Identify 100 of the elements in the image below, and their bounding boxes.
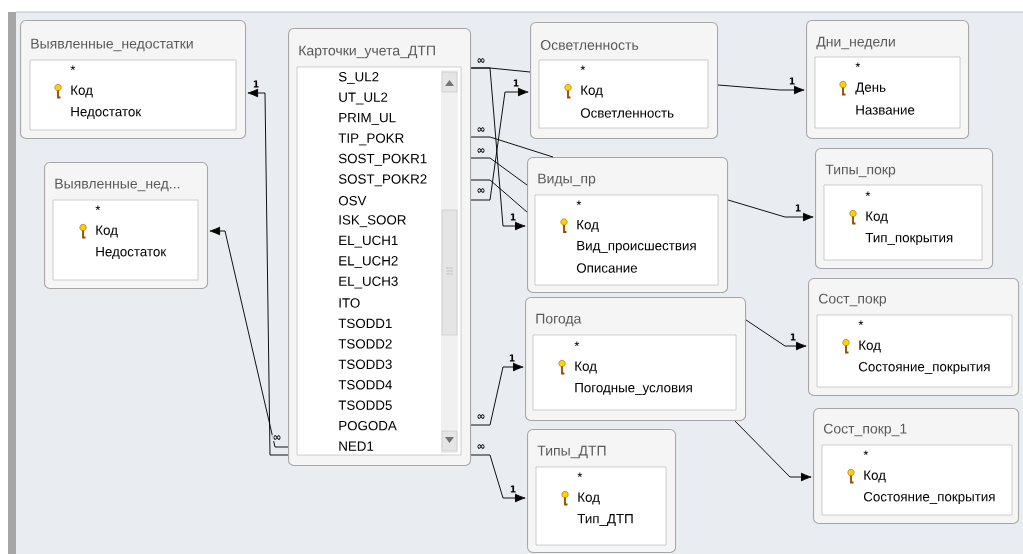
cardinality-label: ∞ [476,147,486,155]
cardinality-label: ∞ [476,443,486,451]
field-name: NED1 [339,441,374,451]
relationship-line [470,157,528,186]
table-box [806,20,970,140]
table-box [288,28,472,467]
field-name: * [576,200,582,206]
field-name: TSODD5 [338,400,392,410]
field-name: PRIM_UL [339,113,396,125]
relationship-line [470,179,528,213]
field-name: * [858,320,864,326]
relationship-line [209,226,289,448]
cardinality-label: ∞ [476,413,486,421]
field-name: EL_UCH3 [339,276,398,289]
table-box [527,429,677,554]
relationship-line [734,420,812,482]
field-name: POGODA [339,420,397,431]
field-name: TIP_POKR [338,133,404,146]
edge-label: 1 [509,212,517,222]
field-name: S_UL2 [338,72,379,84]
field-name: Состояние_покрытия [863,491,995,505]
table-title: Сост_покр [819,293,887,307]
cardinality-label: ∞ [476,126,486,134]
field-name: * [865,191,871,197]
field-name: UT_UL2 [339,92,388,105]
field-name: ISK_SOOR [339,215,406,228]
field-name: Вид_происшествия [577,241,696,253]
field-name: EL_UCH2 [339,256,398,269]
relationship-line [470,67,526,231]
field-name: Осветленность [580,108,674,118]
field-name: Код [864,470,886,483]
field-name: SOST_POKR2 [338,174,427,187]
relationship-line [470,454,526,503]
table-title: Осветленность [540,40,639,50]
field-name: * [577,472,583,478]
edge-label: 1 [508,353,516,363]
edge-label: 1 [788,76,796,86]
table-box [525,297,747,422]
edge-label: 1 [509,484,517,494]
relationship-line [247,88,289,456]
field-name: * [95,205,101,211]
field-name: * [580,65,586,71]
table-box [530,22,719,140]
table-title: Сост_покр_1 [824,423,907,437]
table-title: Выявленные_недостатки [31,38,193,52]
cardinality-label: ∞ [272,434,282,442]
field-name: TSODD3 [338,359,392,369]
field-name: Тип_покрытия [865,233,953,245]
relationship-line [470,362,524,426]
field-name: Код [577,220,599,232]
field-name: TSODD2 [338,339,392,349]
table-title: Карточки_учета_ДТП [299,45,435,59]
table-box [813,408,1020,525]
field-name: EL_UCH1 [339,235,398,248]
table-box [815,148,994,270]
field-name: * [70,65,76,71]
field-name: SOST_POKR1 [338,153,427,166]
field-name: Код [575,361,597,374]
edge-label: 1 [789,332,797,342]
table-box [20,20,247,140]
table-title: Типы_покр [825,164,896,178]
field-name: Описание [576,263,638,273]
table-title: Дни_недели [816,36,895,50]
table-title: Погода [536,313,582,327]
field-name: Недостаток [96,247,167,259]
field-name: День [855,82,886,95]
cardinality-label: ∞ [476,57,486,65]
table-box [527,157,729,294]
table-box [44,162,209,290]
table-title: Виды_пр [538,173,596,187]
field-name: Состояние_покрытия [858,361,990,375]
field-name: * [574,341,580,347]
field-name: Недостаток [71,107,142,119]
field-name: Погодные_условия [575,383,692,395]
relationship-line [745,319,807,351]
cardinality-label: ∞ [476,187,486,195]
field-name: Название [856,105,915,115]
field-name: Код [859,340,881,353]
relationship-line [470,136,554,158]
field-name: TSODD1 [338,318,392,329]
relationship-line [470,87,529,201]
field-name: Код [578,492,600,505]
edge-label: 1 [794,203,802,213]
table-title: Типы_ДТП [537,445,606,459]
table-box [808,278,1020,397]
field-name: ITO [339,298,360,308]
field-name: TSODD4 [338,380,392,390]
relationship-line [717,84,805,95]
field-name: Код [581,85,603,98]
field-name: Код [96,225,118,238]
field-name: Тип_ДТП [577,514,633,526]
edge-label: 1 [252,79,260,89]
edge-label: 1 [512,78,520,88]
field-name: * [863,450,869,456]
field-name: OSV [338,196,367,206]
field-name: Код [71,85,93,98]
table-title: Выявленные_нед... [55,178,180,192]
field-name: Код [866,211,888,224]
field-name: * [855,62,861,68]
relationship-line [727,199,814,222]
